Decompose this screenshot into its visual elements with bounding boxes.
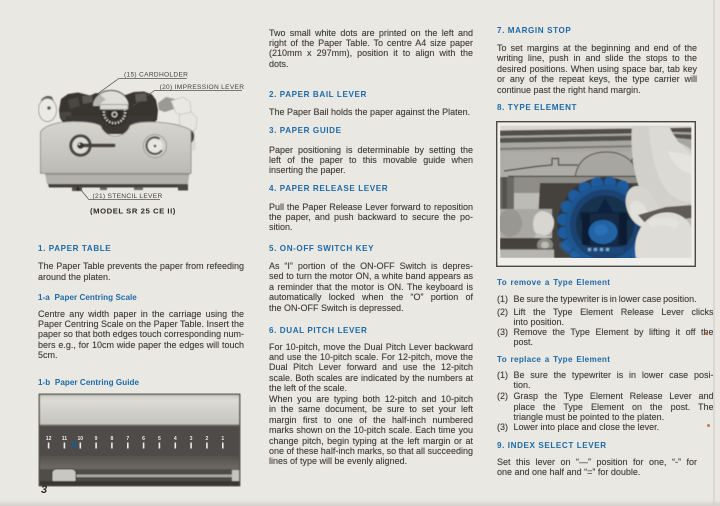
svg-text:12: 12	[46, 436, 52, 442]
svg-text:10: 10	[77, 436, 83, 442]
svg-text:2: 2	[205, 436, 208, 442]
svg-text:8: 8	[110, 436, 113, 442]
svg-text:(21) STENCIL LEVER: (21) STENCIL LEVER	[93, 193, 163, 200]
svg-text:(15) CARDHOLDER: (15) CARDHOLDER	[124, 72, 188, 79]
svg-text:3: 3	[190, 436, 193, 442]
svg-text:5: 5	[158, 436, 161, 442]
svg-text:1: 1	[221, 436, 224, 442]
svg-text:11: 11	[62, 436, 68, 442]
svg-text:4: 4	[174, 436, 177, 442]
svg-text:9: 9	[95, 436, 98, 442]
svg-text:(MODEL SR 25 CE II): (MODEL SR 25 CE II)	[90, 207, 176, 216]
svg-text:7: 7	[126, 436, 129, 442]
svg-text:6: 6	[142, 436, 145, 442]
svg-text:(20) IMPRESSION LEVER: (20) IMPRESSION LEVER	[160, 84, 245, 91]
